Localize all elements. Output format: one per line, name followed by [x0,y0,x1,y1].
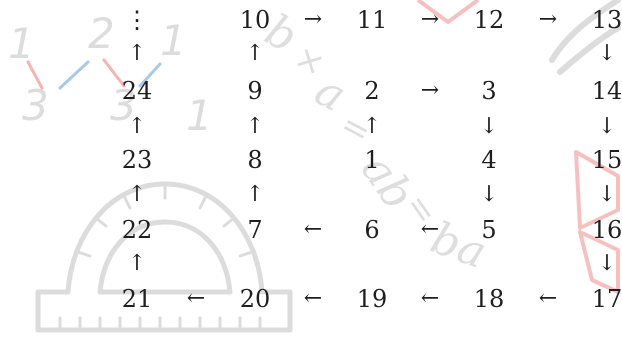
spiral-number: 3 [481,77,497,105]
watermark-digit: 2 [88,9,115,58]
spiral-number: 21 [121,285,153,313]
spiral-arrow: ↑ [127,41,147,66]
spiral-arrow: ← [420,286,440,311]
spiral-number: 13 [591,6,622,34]
watermark-digit: 1 [186,91,213,140]
watermark-digit: 3 [110,81,137,130]
spiral-number: 4 [481,146,497,174]
spiral-arrow: ↓ [479,114,499,139]
spiral-arrow: ← [420,217,440,242]
spiral-number: 20 [239,285,271,313]
spiral-arrow: ↓ [597,251,617,276]
spiral-arrow: ↓ [479,182,499,207]
spiral-number: 18 [473,285,505,313]
spiral-number: 2 [364,77,380,105]
spiral-number: 24 [121,77,153,105]
spiral-number: 6 [364,216,380,244]
spiral-number: ⋮ [125,6,149,34]
spiral-arrow: ↓ [597,114,617,139]
spiral-arrow: ↑ [127,114,147,139]
spiral-number: 1 [364,146,380,174]
spiral-number: 16 [591,216,622,244]
spiral-arrow: ← [538,286,558,311]
spiral-number: 12 [473,6,505,34]
watermark-digit: 1 [8,19,35,68]
spiral-number: 8 [247,146,263,174]
spiral-number: 23 [121,146,153,174]
spiral-arrow: ↑ [245,41,265,66]
spiral-arrow: ↑ [245,114,265,139]
spiral-arrow: ← [303,217,323,242]
spiral-number: 9 [247,77,263,105]
spiral-number: 22 [121,216,153,244]
spiral-arrow: ↑ [245,182,265,207]
spiral-number: 19 [356,285,388,313]
spiral-number: 15 [591,146,622,174]
protractor-icon [35,181,293,333]
spiral-number: 17 [591,285,622,313]
spiral-arrow: ↑ [127,182,147,207]
spiral-arrow: → [538,7,558,32]
spiral-number: 14 [591,77,622,105]
spiral-arrow: → [420,78,440,103]
spiral-arrow: ↓ [597,41,617,66]
spiral-arrow: ← [186,286,206,311]
watermark-digit: 1 [160,16,187,65]
spiral-arrow: ↓ [597,182,617,207]
spiral-arrow: ↑ [362,114,382,139]
watermark-digit: 3 [22,81,49,130]
spiral-number: 7 [247,216,263,244]
spiral-arrow: ↑ [127,251,147,276]
spiral-arrow: → [420,7,440,32]
spiral-number: 11 [356,6,388,34]
spiral-arrow: → [303,7,323,32]
spiral-number: 10 [239,6,271,34]
spiral-arrow: ← [303,286,323,311]
spiral-number: 5 [481,216,497,244]
